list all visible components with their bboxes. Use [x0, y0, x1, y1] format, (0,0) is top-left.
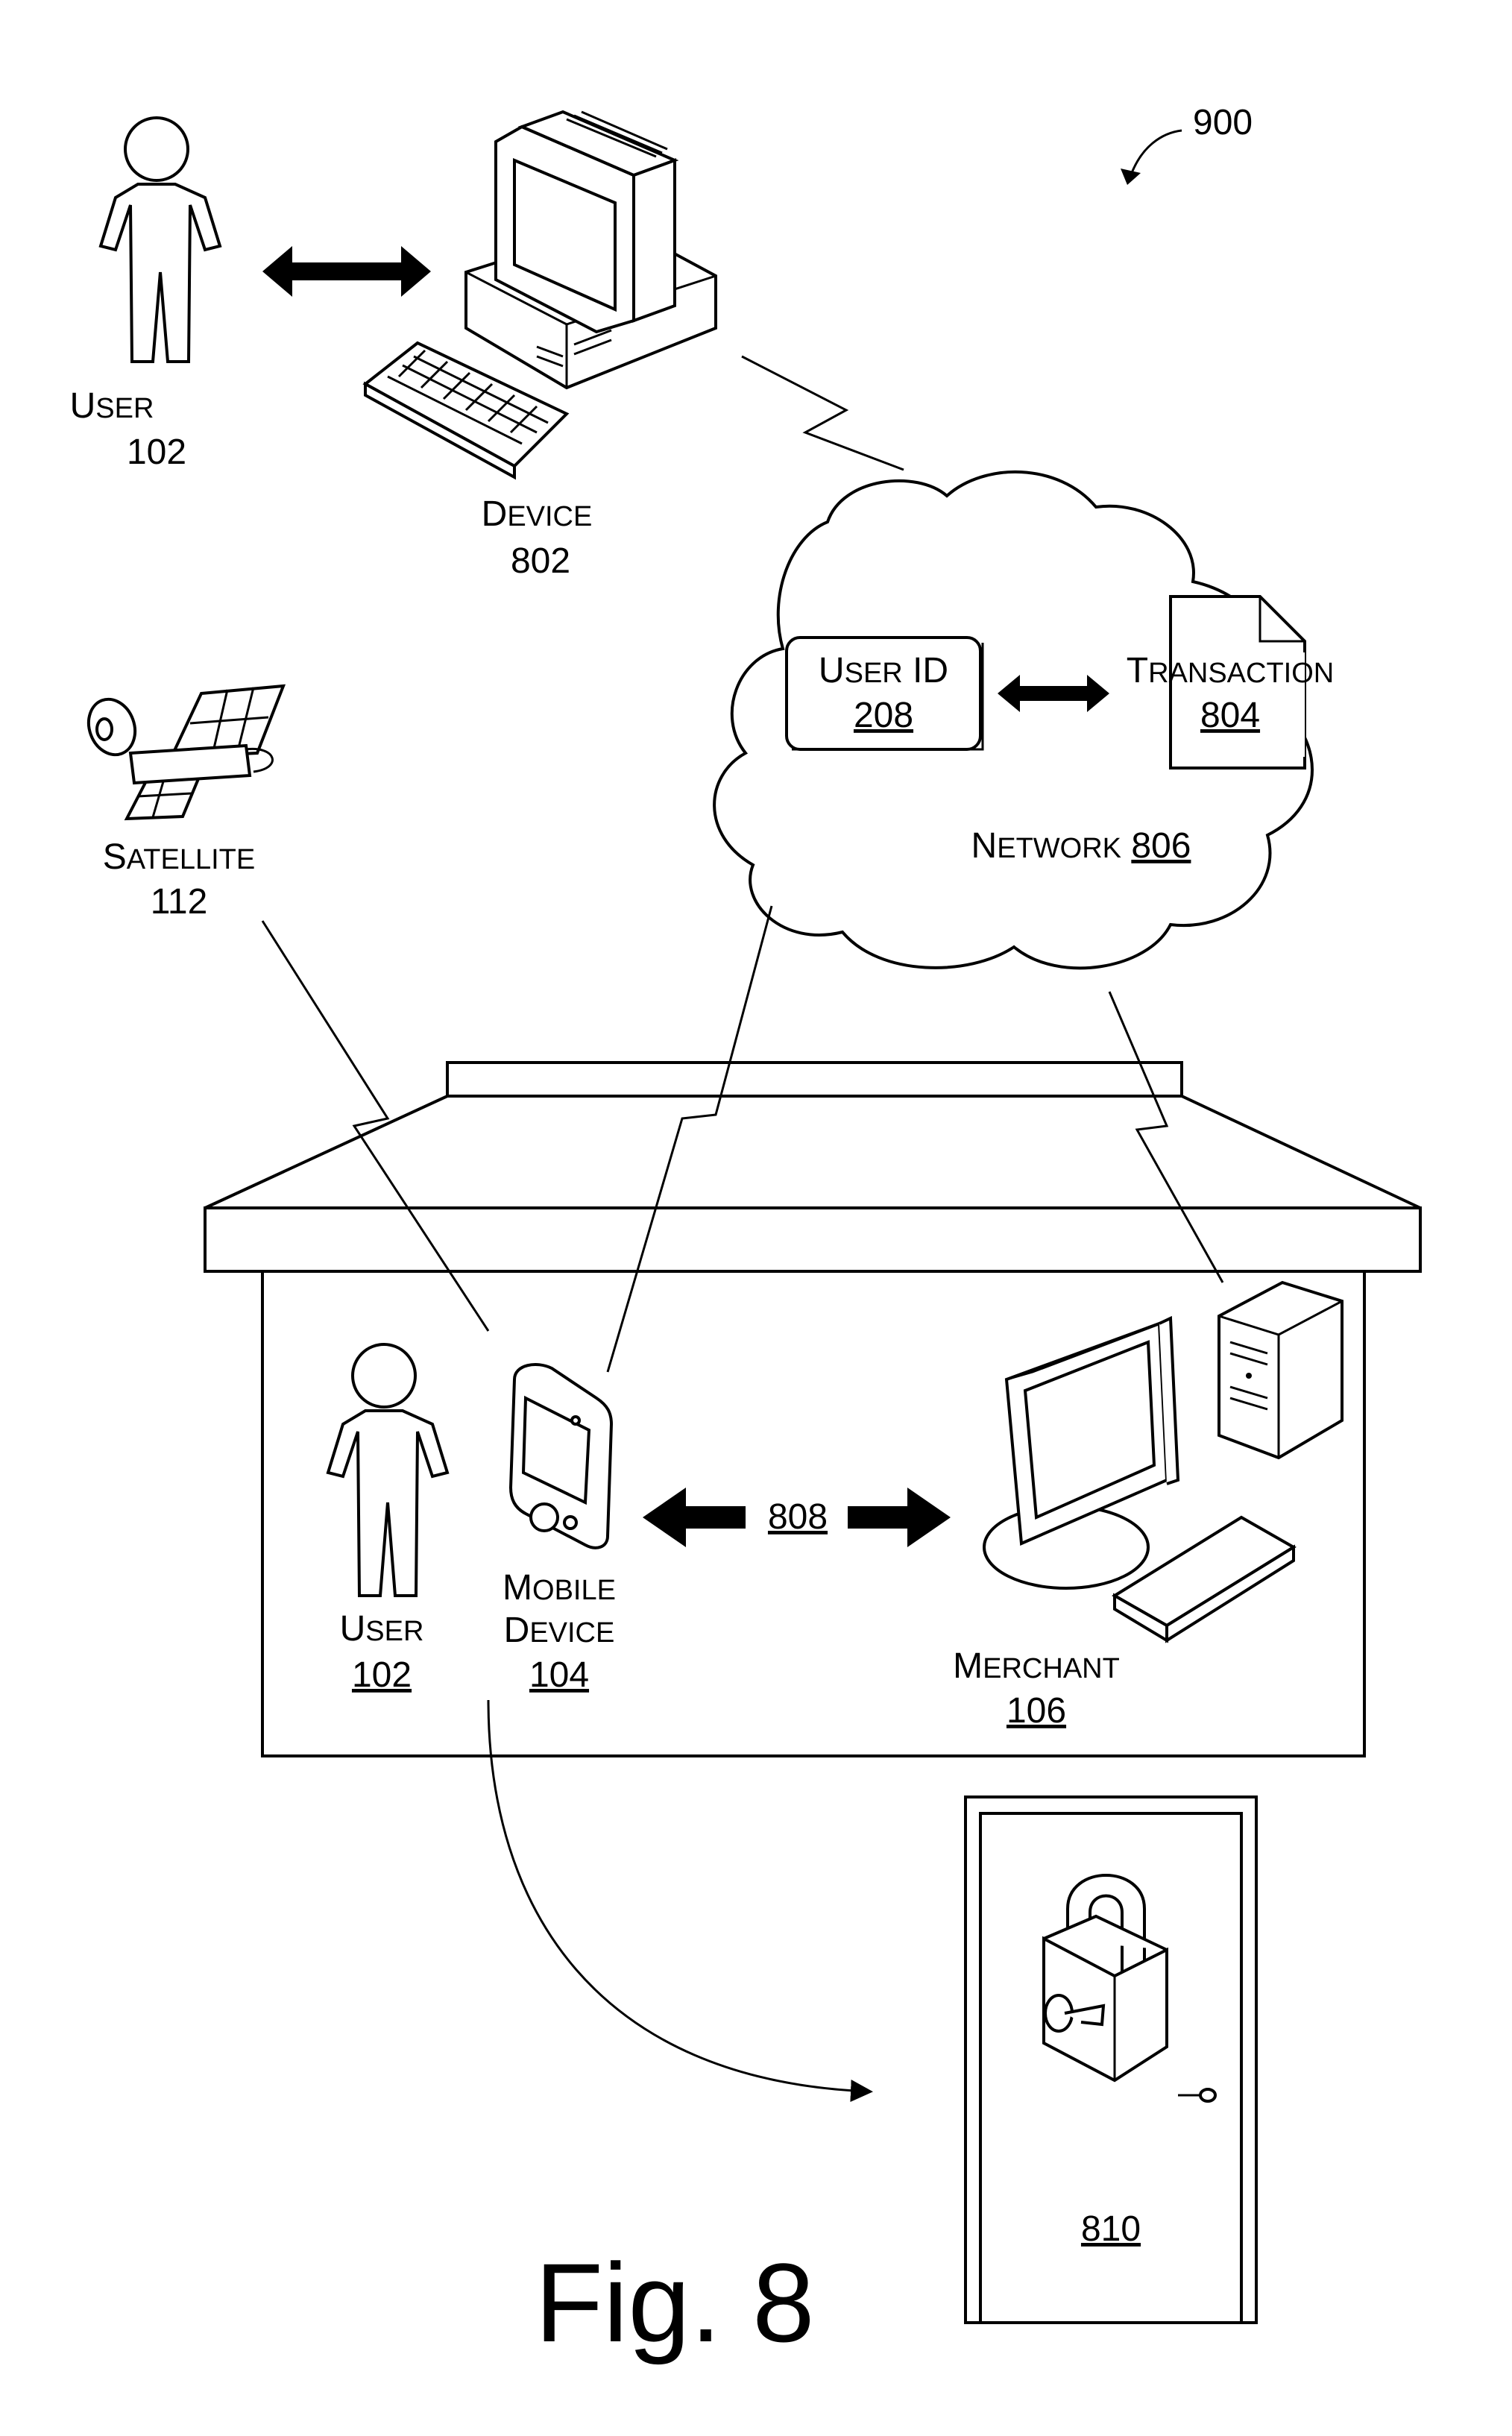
satellite-label: SATELLITE	[103, 837, 255, 877]
wireless-link-device-network	[742, 356, 904, 470]
merchant-number: 106	[1007, 1691, 1066, 1731]
user-to-door-arrow	[488, 1700, 869, 2092]
transaction-number: 804	[1200, 696, 1260, 735]
user-id-number: 208	[854, 696, 913, 735]
desktop-computer-icon	[365, 112, 716, 477]
user-device-arrow	[262, 246, 431, 297]
door-number: 810	[1081, 2209, 1141, 2249]
ref-900: 900	[1121, 103, 1253, 185]
device-label: DEVICE	[482, 494, 593, 534]
user-top-icon	[101, 118, 220, 362]
user-top-number: 102	[127, 432, 186, 472]
ref-900-label: 900	[1193, 103, 1253, 142]
mobile-device-number: 104	[529, 1655, 589, 1695]
device-number: 802	[511, 541, 570, 581]
user-store-number: 102	[352, 1655, 412, 1695]
link-808-label: 808	[768, 1497, 828, 1537]
satellite-number: 112	[151, 882, 208, 922]
figure-caption: Fig. 8	[535, 2240, 814, 2365]
satellite-icon	[81, 686, 283, 819]
user-top-label: USER	[70, 386, 154, 426]
